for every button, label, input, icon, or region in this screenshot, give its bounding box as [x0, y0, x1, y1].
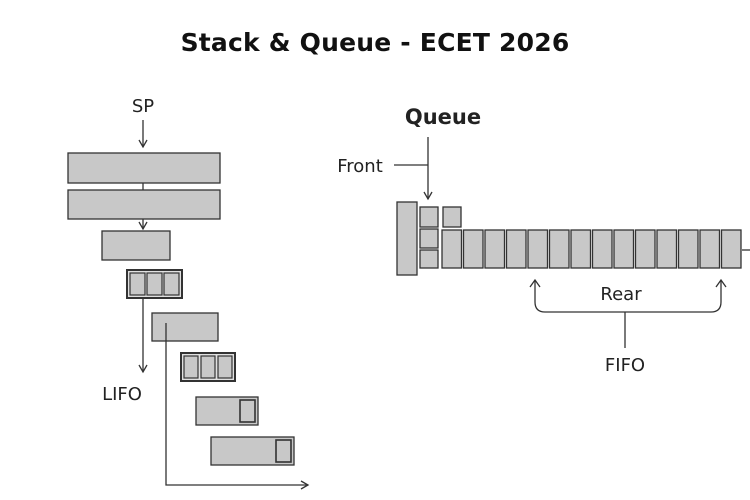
queue-heading: Queue	[405, 105, 481, 129]
queue-end-post	[396, 201, 418, 276]
queue-cell	[462, 229, 484, 269]
stack-bottom-bracket	[165, 323, 310, 490]
queue-cell	[505, 229, 527, 269]
diagram-title: Stack & Queue - ECET 2026	[180, 28, 570, 57]
queue-cell	[613, 229, 635, 269]
queue-cell	[677, 229, 699, 269]
stack-block-with-cell	[195, 396, 259, 426]
stack-cell	[275, 439, 292, 463]
queue-cell	[484, 229, 506, 269]
stack-cell	[200, 355, 216, 379]
queue-diagram: Queue Front Rear FIFO	[337, 105, 750, 376]
queue-front-cell	[419, 228, 439, 249]
queue-cell	[699, 229, 721, 269]
stack-block	[67, 189, 221, 220]
queue-front-cell	[442, 206, 462, 228]
lifo-label: LIFO	[102, 384, 142, 405]
queue-cell	[720, 229, 742, 269]
stack-block	[151, 312, 219, 342]
queue-front-cell	[419, 249, 439, 269]
queue-front-cell	[419, 206, 439, 228]
rear-arrow-right-head	[715, 278, 727, 288]
stack-cell-group	[126, 269, 183, 299]
queue-cell	[441, 229, 463, 269]
queue-cell	[570, 229, 592, 269]
stack-cell	[129, 272, 146, 296]
stack-cell	[163, 272, 180, 296]
stack-diagram: SP LIFO	[67, 96, 310, 490]
stack-cell	[183, 355, 199, 379]
front-label: Front	[337, 156, 383, 177]
stack-cell	[217, 355, 233, 379]
queue-cells	[441, 229, 742, 269]
queue-cell	[656, 229, 678, 269]
rear-arrow-left-head	[529, 278, 541, 288]
queue-cell	[548, 229, 570, 269]
stack-block-with-cell	[210, 436, 295, 466]
stack-cell-group	[180, 352, 236, 382]
fifo-label: FIFO	[605, 355, 645, 376]
queue-cell	[527, 229, 549, 269]
rear-bracket	[534, 301, 722, 313]
queue-cell	[591, 229, 613, 269]
stack-pointer-label: SP	[132, 96, 154, 117]
stack-cell	[239, 399, 256, 423]
stack-block	[67, 152, 221, 184]
queue-cell	[634, 229, 656, 269]
rear-label: Rear	[600, 284, 642, 305]
stack-block	[101, 230, 171, 261]
stack-cell	[146, 272, 163, 296]
